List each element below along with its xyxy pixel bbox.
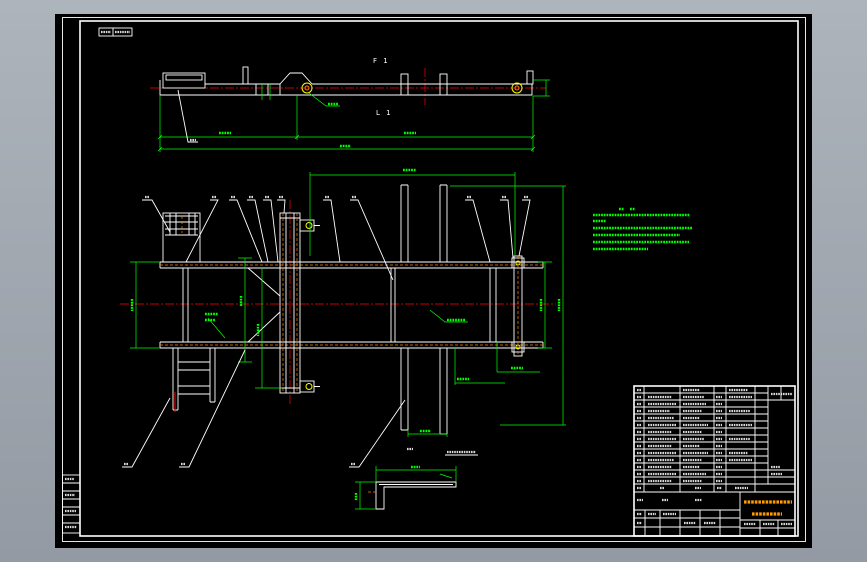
transverse-beam-outline <box>279 212 301 394</box>
left-top-bracket <box>162 212 201 263</box>
plan-view <box>120 168 566 468</box>
right-end-bottom-pin <box>515 344 521 350</box>
transverse-beam-webs <box>280 213 300 393</box>
drawing-number-outline <box>98 27 133 37</box>
detail-dimension-text <box>354 465 420 500</box>
section-mark-top: F 1 <box>373 57 390 65</box>
title-block <box>633 385 796 537</box>
top-view-leader-part <box>177 89 198 143</box>
top-view: F 1 L 1 <box>150 57 550 152</box>
upright-tab <box>242 66 249 85</box>
upright-post-left <box>400 184 409 431</box>
end-cap <box>526 70 534 85</box>
bottom-rail <box>159 341 544 349</box>
parts-list-text <box>637 388 792 490</box>
transverse-beam <box>279 212 320 394</box>
title-block-outline <box>633 385 796 537</box>
drawing-title-text <box>744 500 792 516</box>
plan-view-dimension-lines <box>130 172 566 437</box>
post-right <box>439 73 448 96</box>
hook-plate <box>279 72 313 95</box>
title-area-text <box>637 498 792 526</box>
diagonal-brace <box>247 267 281 343</box>
cross-member-left <box>182 268 189 342</box>
left-bracket <box>162 72 206 89</box>
guide-stubs <box>314 225 320 387</box>
top-rail <box>159 261 544 269</box>
pin-right-outer <box>511 82 523 94</box>
plan-note-leaders <box>207 309 468 339</box>
detail-title-text <box>407 447 476 454</box>
inner-border <box>79 20 799 537</box>
pin-left-outer <box>301 82 313 94</box>
cross-member-middle <box>390 268 396 342</box>
drawing-number-box <box>98 27 133 37</box>
binding-strip-text <box>65 477 77 529</box>
guide-top-pin <box>305 222 313 229</box>
part-leader-lines <box>122 199 531 468</box>
plan-view-dimension-text <box>130 168 561 433</box>
pin-right-inner <box>514 85 520 91</box>
outer-border <box>62 17 806 542</box>
guide-bottom-pin <box>305 383 313 390</box>
section-mark-bottom: L 1 <box>376 109 393 117</box>
plan-view-dimensions <box>130 168 566 437</box>
top-view-dimensions <box>157 79 550 152</box>
part-leaders <box>122 195 531 468</box>
transverse-beam-hidden <box>282 213 298 393</box>
right-end-top-pin <box>515 260 521 266</box>
post-left <box>400 73 409 96</box>
top-view-leader-note <box>308 92 340 107</box>
title-area-grid <box>634 492 795 536</box>
right-end-bracket <box>511 255 525 357</box>
binding-strip-grid <box>62 482 80 524</box>
top-view-leaders <box>177 89 340 143</box>
left-top-bracket-outline <box>162 212 201 263</box>
technical-requirements <box>593 207 692 251</box>
left-top-bracket-grid <box>165 213 198 236</box>
upright-post-right <box>439 184 448 435</box>
left-bottom-ladder <box>172 348 216 412</box>
binding-strip-outline <box>62 474 81 534</box>
top-view-dimension-text <box>219 131 416 148</box>
drawing-frame <box>62 17 806 542</box>
technical-requirements-lines <box>593 213 692 251</box>
parts-list-grid <box>634 386 795 493</box>
cross-member-right <box>489 268 497 342</box>
binding-strip-table <box>62 474 81 534</box>
pin-left-inner <box>304 85 310 91</box>
plan-note-text <box>205 312 466 322</box>
left-bracket-plate <box>165 74 203 81</box>
top-view-dimension-lines <box>157 79 550 152</box>
detail-dimension-lines <box>355 466 457 510</box>
detail-view <box>354 447 478 510</box>
